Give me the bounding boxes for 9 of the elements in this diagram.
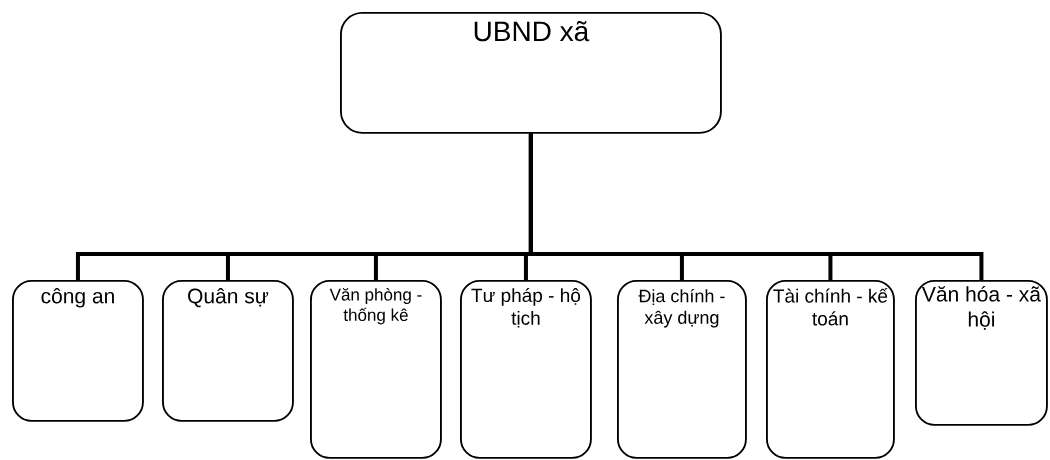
org-box: công an [12, 280, 144, 422]
org-box: Tài chính - kế toán [766, 280, 895, 459]
org-box: Văn phòng - thống kê [310, 280, 442, 459]
org-box: UBND xã [340, 12, 722, 134]
org-box: Văn hóa - xã hội [915, 280, 1048, 426]
org-box: Địa chính - xây dựng [617, 280, 747, 459]
connector-line [528, 133, 984, 280]
org-box: Quân sự [162, 280, 294, 422]
org-box: Tư pháp - hộ tịch [460, 280, 592, 459]
